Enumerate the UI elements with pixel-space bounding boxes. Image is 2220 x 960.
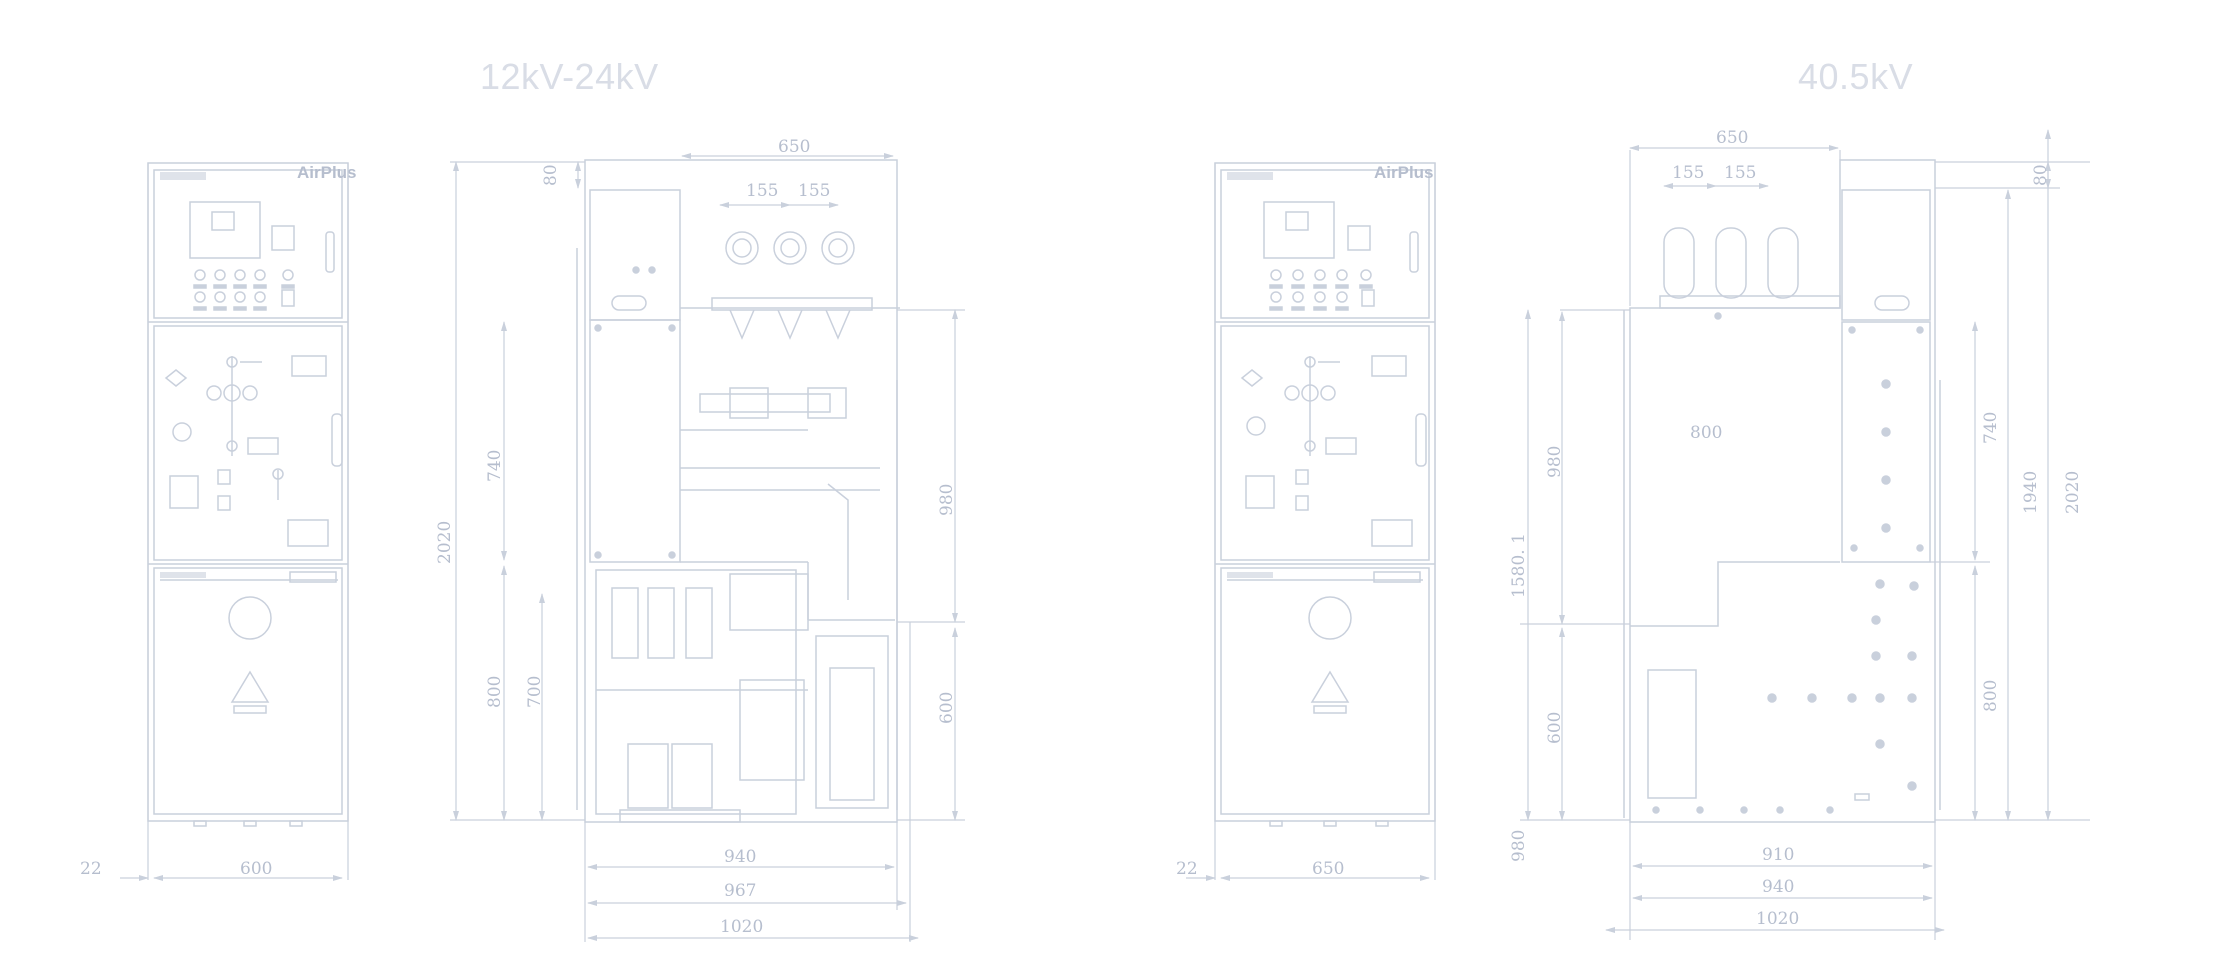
dim-right-side-80: 80	[2031, 164, 2051, 186]
dim-right-side-910: 910	[1762, 845, 1794, 865]
dim-right-side-b1: 155	[1672, 163, 1704, 183]
dim-left-side-967: 967	[724, 881, 756, 901]
dim-left-front	[120, 163, 349, 881]
dim-right-side-940: 940	[1762, 877, 1794, 897]
dim-left-front-offset: 22	[80, 859, 102, 879]
dim-left-side-980: 980	[937, 484, 957, 516]
side-view-right	[1623, 159, 1941, 823]
front-view-right	[1214, 162, 1436, 827]
dim-right-side-2020: 2020	[2063, 471, 2083, 514]
dim-right-side-600: 600	[1545, 712, 1565, 744]
dim-right-side-1580: 1580. 1	[1509, 533, 1529, 598]
dim-right-front	[1186, 163, 1436, 881]
dim-left-side-940: 940	[724, 847, 756, 867]
dim-left-side-740: 740	[485, 450, 505, 482]
dim-right-front-offset: 22	[1176, 859, 1198, 879]
dim-left-side-700: 700	[525, 676, 545, 708]
dim-left-side-80: 80	[541, 164, 561, 186]
dim-left-side	[450, 153, 965, 942]
dim-right-side-1940: 1940	[2021, 471, 2041, 514]
dim-right-side-980-bottom: 980	[1509, 830, 1529, 862]
dim-right-side-top: 650	[1716, 128, 1748, 148]
dim-right-side-b2: 155	[1724, 163, 1756, 183]
dim-left-front-width: 600	[240, 859, 272, 879]
dim-right-side-980: 980	[1545, 446, 1565, 478]
dim-left-side-600: 600	[937, 692, 957, 724]
title-40-5kv: 40.5kV	[1798, 56, 1914, 97]
dim-right-side-800-label: 800	[1690, 423, 1722, 443]
brand-label-right-front: AirPlus	[1374, 163, 1434, 182]
dim-left-side-800: 800	[485, 676, 505, 708]
side-view-left	[576, 159, 900, 823]
front-view-left	[147, 162, 349, 827]
dim-right-front-width: 650	[1312, 859, 1344, 879]
dim-left-side-top: 650	[778, 137, 810, 157]
dim-left-side-1020: 1020	[720, 917, 763, 937]
dim-right-side-1020: 1020	[1756, 909, 1799, 929]
dim-right-side-740: 740	[1981, 412, 2001, 444]
dim-right-side	[1520, 129, 2090, 940]
dim-left-side-b1: 155	[746, 181, 778, 201]
brand-label-left-front: AirPlus	[297, 163, 357, 182]
dim-left-side-2020: 2020	[435, 521, 455, 564]
dim-left-side-b2: 155	[798, 181, 830, 201]
title-12-24kv: 12kV-24kV	[480, 56, 659, 97]
dim-right-side-800: 800	[1981, 680, 2001, 712]
